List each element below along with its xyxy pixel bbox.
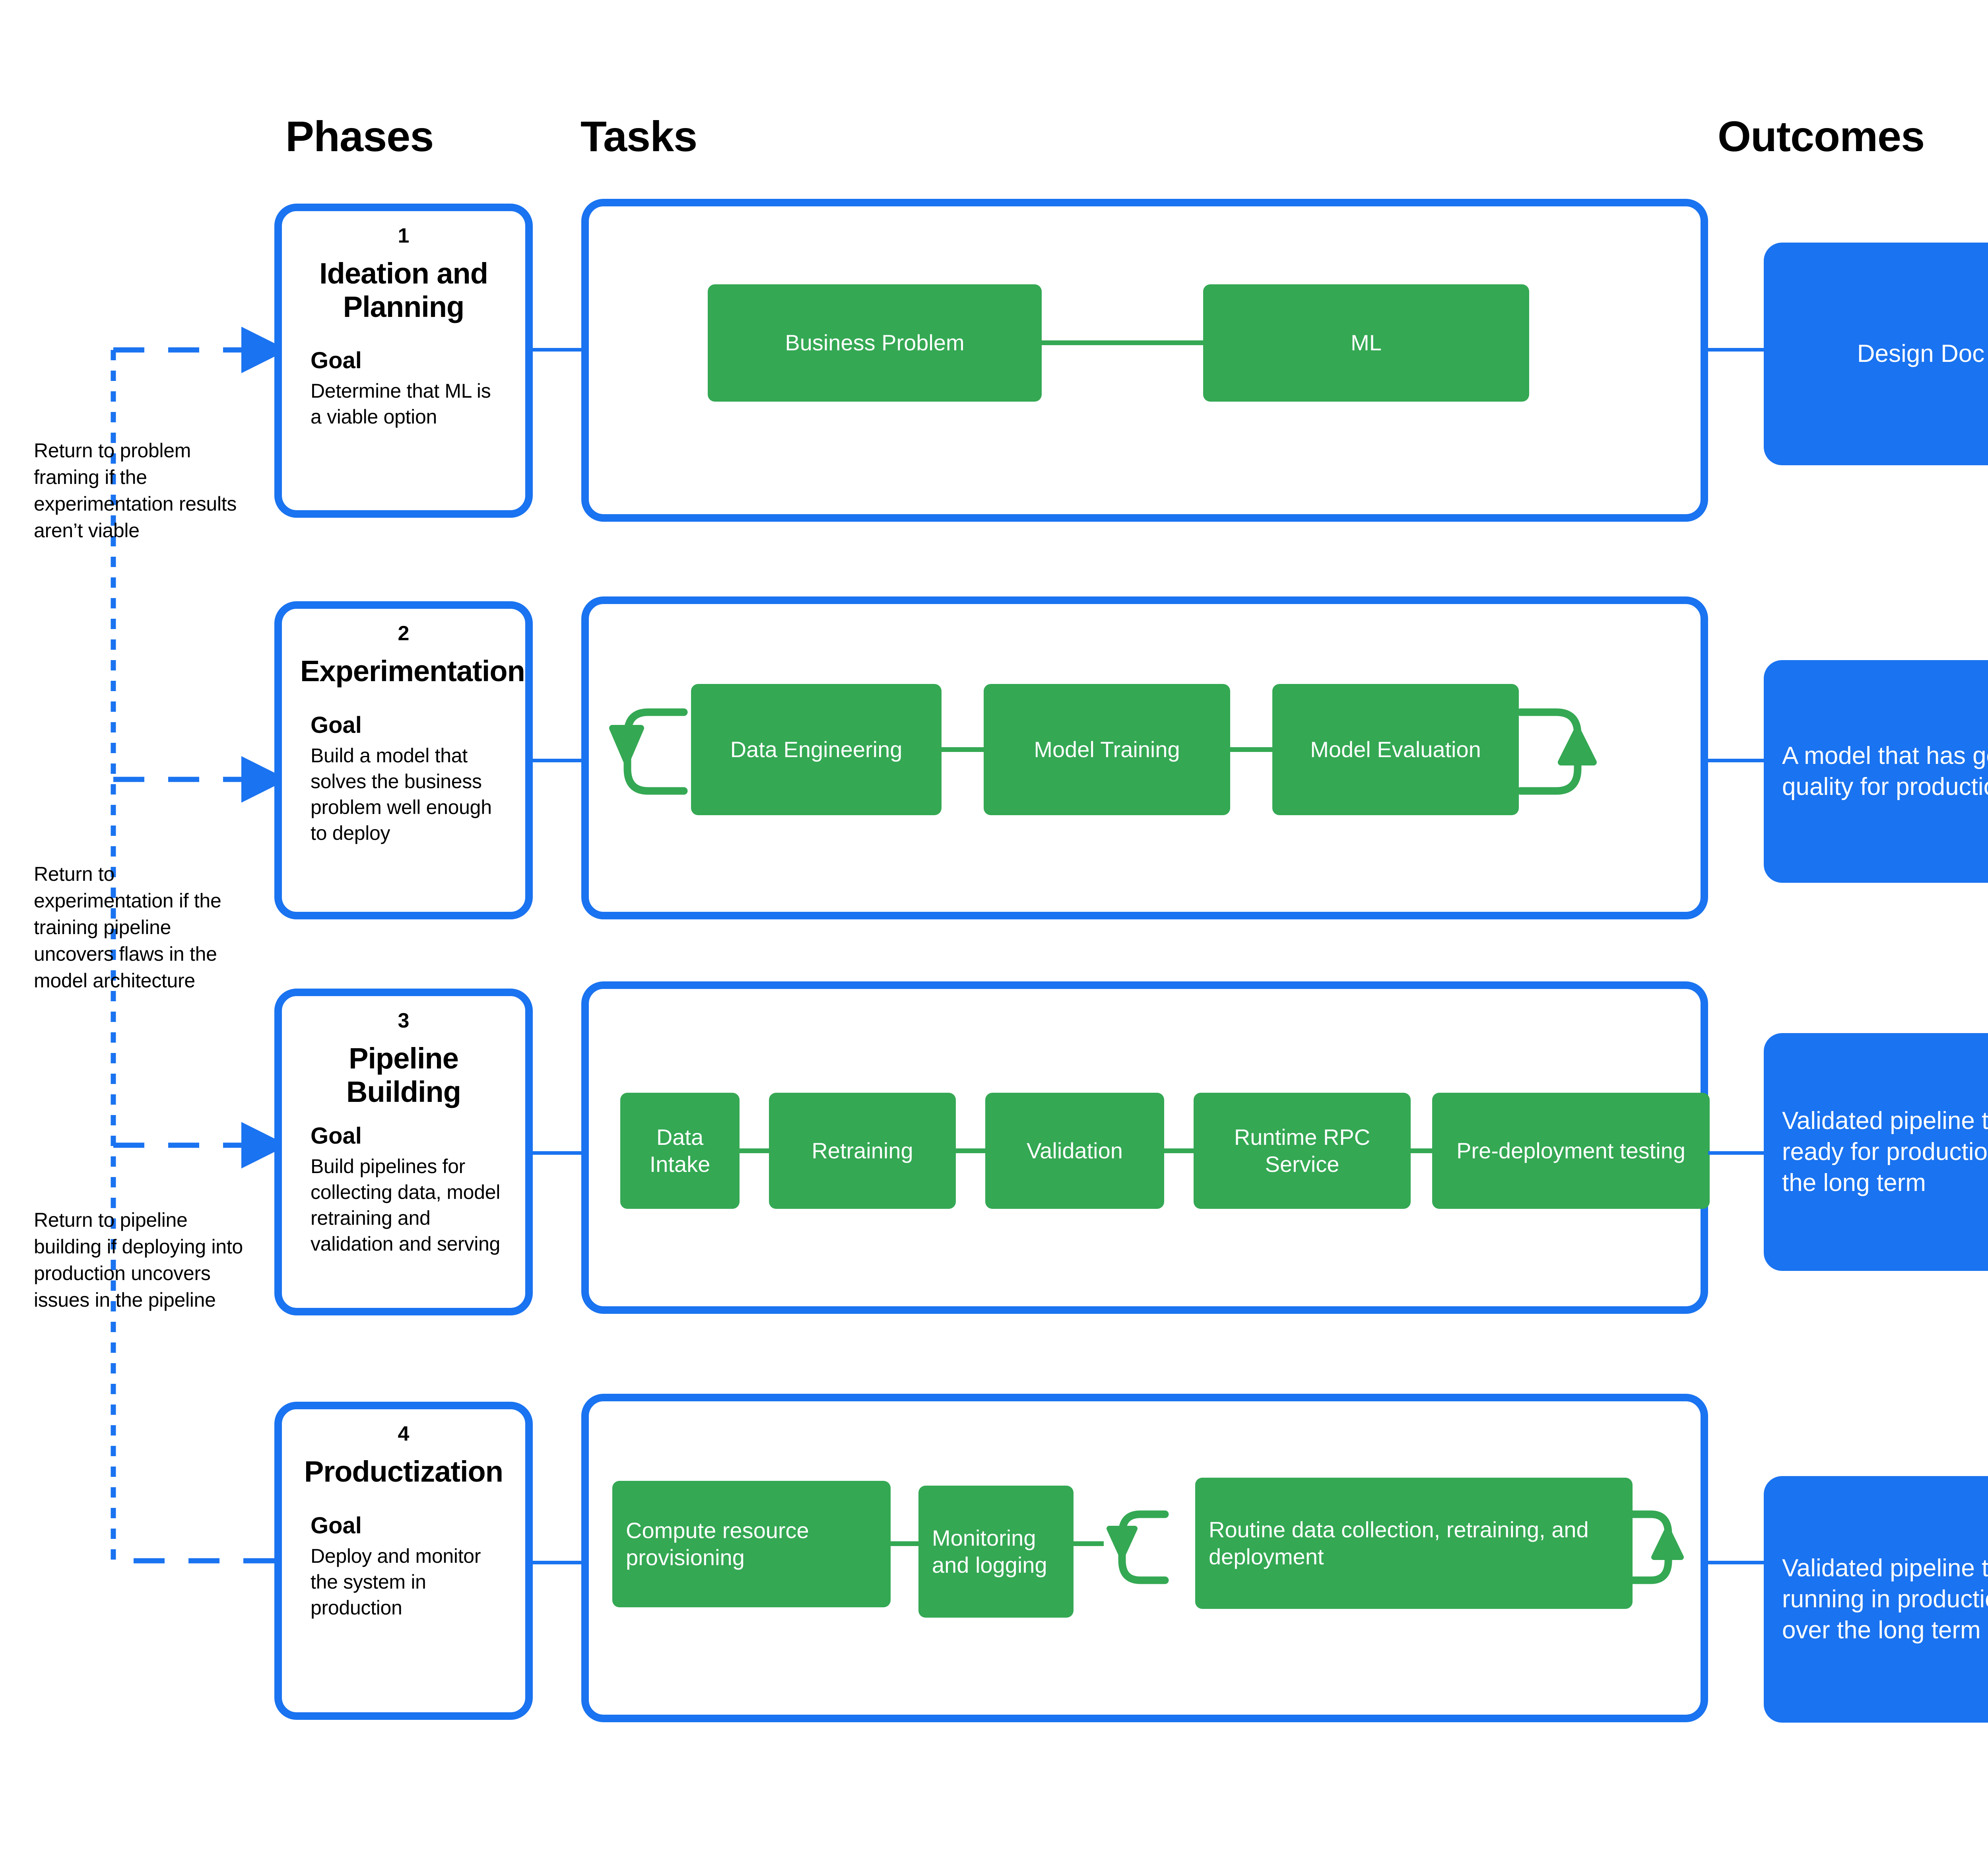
outcome-box-1[interactable]: Design Doc xyxy=(1764,243,1988,465)
phase-card-1[interactable]: 1 Ideation and Planning Goal Determine t… xyxy=(274,204,533,518)
task-loop-right-icon xyxy=(1518,708,1597,795)
goal-label-1: Goal xyxy=(311,348,362,374)
phase-number-1: 1 xyxy=(398,224,410,247)
phase-title-2: Experimentation xyxy=(300,655,525,688)
column-header-outcomes: Outcomes xyxy=(1718,112,1925,160)
phase-title-4: Productization xyxy=(304,1455,503,1488)
annotation-return-to-problem-framing: Return to problem framing if the experim… xyxy=(34,439,237,542)
phase-card-4[interactable]: 4 Productization Goal Deploy and monitor… xyxy=(274,1402,533,1720)
task-connector-4a xyxy=(890,1541,920,1546)
phase-title-3: Pipeline Building xyxy=(346,1042,461,1108)
task-box-data-engineering[interactable]: Data Engineering xyxy=(691,684,942,815)
task-loop-left-icon xyxy=(609,708,688,795)
task-box-model-evaluation[interactable]: Model Evaluation xyxy=(1272,684,1519,815)
annotation-return-to-pipeline-building: Return to pipeline building if deploying… xyxy=(34,1209,243,1311)
outcome-box-4[interactable]: Validated pipeline that’s running in pro… xyxy=(1764,1476,1988,1723)
annotation-return-to-experimentation: Return to experimentation if the trainin… xyxy=(34,863,221,992)
goal-text-3: Build pipelines for collecting data, mod… xyxy=(311,1155,501,1255)
task-box-retraining[interactable]: Retraining xyxy=(769,1093,956,1209)
task-box-compute-resource-provisioning[interactable]: Compute resource provisioning xyxy=(612,1481,891,1607)
goal-text-2: Build a model that solves the business p… xyxy=(311,744,492,844)
column-header-phases: Phases xyxy=(285,112,434,160)
connector-phase4-tasks xyxy=(533,1561,584,1564)
task-box-ml[interactable]: ML xyxy=(1203,284,1529,402)
phase-goal-block-3: Goal Build pipelines for collecting data… xyxy=(300,1123,507,1257)
task-box-model-training[interactable]: Model Training xyxy=(984,684,1230,815)
task-connector-1a xyxy=(1041,340,1204,345)
phase-number-2: 2 xyxy=(398,622,410,645)
connector-phase1-tasks xyxy=(533,348,584,352)
outcome-box-2[interactable]: A model that has good quality for produc… xyxy=(1764,660,1988,883)
outcome-box-3[interactable]: Validated pipeline that’s ready for prod… xyxy=(1764,1033,1988,1271)
task-loop-right-row4-icon xyxy=(1622,1510,1684,1584)
connector-phase2-tasks xyxy=(533,759,584,762)
phase-goal-block-2: Goal Build a model that solves the busin… xyxy=(300,712,507,846)
task-box-routine-data-collection[interactable]: Routine data collection, retraining, and… xyxy=(1195,1478,1633,1609)
connector-tasks4-outcome4 xyxy=(1708,1561,1764,1564)
goal-label-4: Goal xyxy=(311,1512,362,1539)
task-connector-3d xyxy=(1410,1148,1433,1153)
phase-card-2[interactable]: 2 Experimentation Goal Build a model tha… xyxy=(274,601,533,919)
task-box-runtime-rpc-service[interactable]: Runtime RPC Service xyxy=(1194,1093,1411,1209)
phase-goal-block-4: Goal Deploy and monitor the system in pr… xyxy=(300,1513,507,1621)
task-connector-3a xyxy=(739,1148,770,1153)
phase-number-4: 4 xyxy=(398,1422,410,1445)
task-loop-left-row4-icon xyxy=(1107,1510,1169,1584)
phase-card-3[interactable]: 3 Pipeline Building Goal Build pipelines… xyxy=(274,989,533,1315)
connector-tasks3-outcome3 xyxy=(1708,1151,1764,1155)
goal-label-3: Goal xyxy=(311,1123,362,1149)
task-connector-3c xyxy=(1163,1148,1194,1153)
task-connector-2a xyxy=(941,747,984,752)
task-box-pre-deployment-testing[interactable]: Pre-deployment testing xyxy=(1432,1093,1710,1209)
task-connector-4b xyxy=(1073,1541,1104,1546)
phase-goal-block-1: Goal Determine that ML is a viable optio… xyxy=(300,348,507,430)
task-box-monitoring-and-logging[interactable]: Monitoring and logging xyxy=(918,1486,1074,1618)
task-connector-2b xyxy=(1229,747,1273,752)
column-header-tasks: Tasks xyxy=(580,112,697,160)
task-box-data-intake[interactable]: Data Intake xyxy=(620,1093,740,1209)
connector-tasks1-outcome1 xyxy=(1708,348,1764,352)
phase-number-3: 3 xyxy=(398,1009,410,1032)
task-connector-3b xyxy=(955,1148,986,1153)
goal-label-2: Goal xyxy=(311,712,362,738)
connector-phase3-tasks xyxy=(533,1151,584,1155)
goal-text-1: Determine that ML is a viable option xyxy=(311,380,491,428)
task-box-validation[interactable]: Validation xyxy=(985,1093,1164,1209)
goal-text-4: Deploy and monitor the system in product… xyxy=(311,1544,481,1619)
connector-tasks2-outcome2 xyxy=(1708,759,1764,762)
phase-title-1: Ideation and Planning xyxy=(319,257,488,323)
task-box-business-problem[interactable]: Business Problem xyxy=(708,284,1042,402)
